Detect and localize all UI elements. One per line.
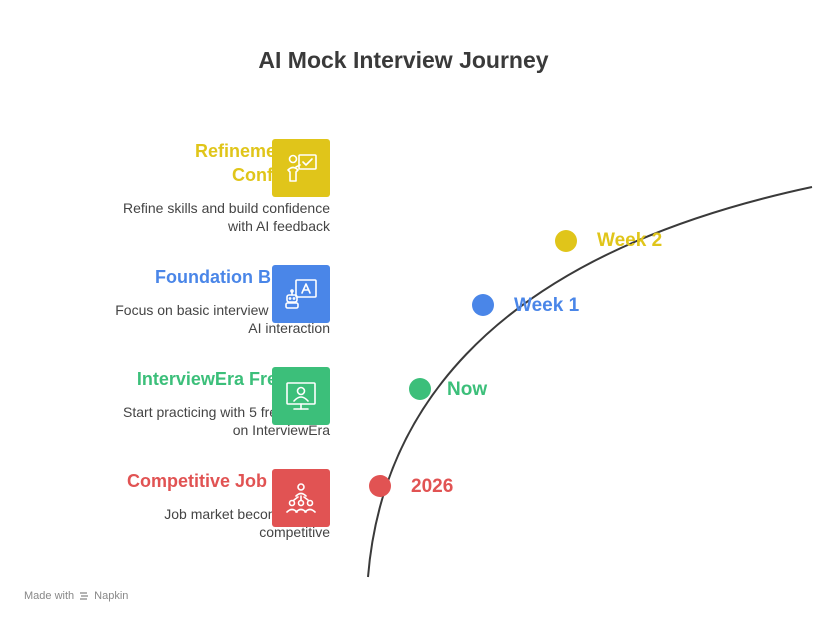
stage-icon-box [272,469,330,527]
teacher-board-icon [287,154,317,182]
milestone-dot-2026 [369,475,391,497]
footer-brand: Napkin [94,590,129,602]
milestone-dot-week2 [555,230,577,252]
milestone-dot-now [409,378,431,400]
monitor-person-icon [286,382,316,410]
stage-icon-box [272,139,330,197]
milestone-label-week1: Week 1 [514,295,580,316]
napkin-logo-icon [80,592,89,600]
milestone-dot-week1 [472,294,494,316]
stage-icon-box [272,367,330,425]
robot-letter-icon [285,279,317,309]
stage-icon-box [272,265,330,323]
footer-made-with: Made with [24,590,75,602]
stage-description: Refine skills and build confidence with … [122,200,330,234]
milestone-label-week2: Week 2 [597,230,663,251]
page-title: AI Mock Interview Journey [258,47,549,73]
people-network-icon [286,483,316,513]
milestone-label-now: Now [447,379,488,400]
milestone-label-2026: 2026 [411,476,454,497]
footer-attribution[interactable]: Made with Napkin [24,590,128,602]
timeline-curve [367,186,813,578]
